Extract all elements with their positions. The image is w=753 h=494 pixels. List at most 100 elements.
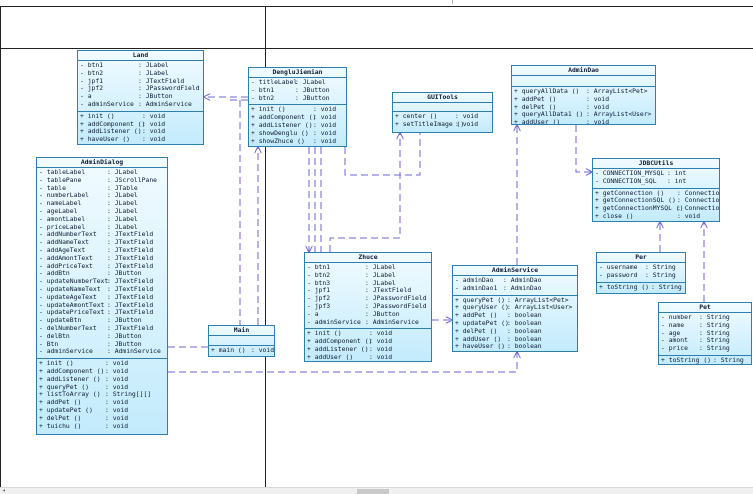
attribute-type: : JLabel bbox=[107, 168, 138, 176]
method-name: + addUser () bbox=[455, 334, 502, 343]
attribute-section: - btn1: JLabel- btn2: JLabel- jpf1: JTex… bbox=[78, 61, 203, 112]
attribute-row: - addAmontText: JTextField bbox=[39, 253, 165, 263]
attribute-type: : JTextField bbox=[107, 323, 154, 332]
class-title: Zhuce bbox=[305, 253, 431, 263]
class-pet[interactable]: Pet - number: String- name: String- age:… bbox=[658, 302, 752, 365]
class-land[interactable]: Land - btn1: JLabel- btn2: JLabel- jpf1:… bbox=[77, 50, 204, 145]
attribute-row: - jpf1: JTextField bbox=[307, 287, 429, 295]
attribute-name: - tablePane bbox=[39, 175, 82, 184]
method-return-type: : void bbox=[105, 382, 129, 391]
edge-adminDialog-to-adminService bbox=[168, 352, 517, 373]
class-title: AdminDao bbox=[512, 66, 655, 76]
attribute-name: - CONNECTION_MYSQL bbox=[595, 169, 665, 177]
method-row: + addComponent (): void bbox=[80, 120, 201, 129]
class-main[interactable]: Main + main (): void bbox=[208, 325, 275, 357]
method-row: + setTitleImage (): void bbox=[395, 119, 490, 129]
scrollbar-thumb[interactable] bbox=[357, 489, 389, 494]
class-zhuce[interactable]: Zhuce - btn1: JLabel- btn2: JLabel- btn3… bbox=[304, 252, 432, 362]
scroll-left-arrow-icon[interactable]: ◂ bbox=[2, 487, 6, 494]
attribute-section: - username: String- password: String bbox=[597, 263, 685, 283]
class-title: Land bbox=[78, 51, 203, 61]
edge-land-to-main bbox=[208, 100, 241, 341]
method-return-type: : void bbox=[313, 128, 337, 137]
attribute-type: : JButton bbox=[107, 316, 142, 325]
class-adminservice[interactable]: AdminService - adminDao: AdminDao- admin… bbox=[452, 265, 578, 352]
attribute-name: - btn2 bbox=[251, 93, 275, 102]
class-jdbcutils[interactable]: JDBCUtils - CONNECTION_MYSQL: int- CONNE… bbox=[592, 158, 720, 222]
attribute-type: : JTextField bbox=[107, 230, 154, 239]
method-return-type: : void bbox=[105, 413, 129, 422]
method-name: + getConnection () bbox=[595, 188, 665, 197]
method-name: + addUser () bbox=[514, 118, 561, 125]
attribute-name: - btn2 bbox=[307, 270, 331, 279]
attribute-row: - updateBtn : JButton bbox=[39, 316, 165, 325]
attribute-type: : JLabel bbox=[365, 263, 396, 271]
method-name: + close () bbox=[595, 211, 634, 220]
method-name: + addPet () bbox=[39, 398, 82, 407]
method-name: + setTitleImage () bbox=[395, 119, 465, 128]
attribute-name: - addNumberText bbox=[39, 230, 97, 239]
method-section: + queryAllData (): ArrayList<Pet>+ addPe… bbox=[512, 87, 655, 125]
method-name: + init () bbox=[307, 329, 342, 338]
method-return-type: : void bbox=[105, 421, 129, 430]
method-return-type: : boolean bbox=[507, 326, 542, 335]
frame-divider-line bbox=[265, 6, 266, 487]
method-name: + updatePet () bbox=[39, 405, 93, 414]
method-row: + addListener (): void bbox=[39, 375, 165, 384]
method-name: + getConnectionMYSQL () bbox=[595, 204, 684, 213]
horizontal-scrollbar[interactable]: ◂ bbox=[0, 487, 753, 494]
method-return-type: : void bbox=[251, 346, 275, 354]
attribute-type: : JLabel bbox=[107, 222, 138, 231]
class-per[interactable]: Per - username: String- password: String… bbox=[596, 252, 686, 294]
attribute-type: : JButton bbox=[107, 339, 142, 348]
method-row: + addPet (): void bbox=[514, 95, 653, 104]
method-row: + init (): void bbox=[307, 330, 429, 338]
method-return-type: : boolean bbox=[507, 342, 542, 351]
method-row: + showZhuce (): void bbox=[251, 137, 344, 146]
attribute-name: - btn2 bbox=[80, 68, 104, 77]
method-return-type: : String bbox=[651, 282, 682, 291]
method-row: + addListener (): void bbox=[80, 128, 201, 136]
class-admindialog[interactable]: AdminDialog - tableLabel: JLabel- tableP… bbox=[36, 157, 168, 435]
attribute-name: - number bbox=[661, 313, 692, 321]
attribute-name: - updateBtn bbox=[39, 316, 82, 325]
attribute-row: - updateAmontText: JTextField bbox=[39, 301, 165, 310]
method-row: + main (): void bbox=[211, 346, 275, 355]
attribute-row: - jpf2: JPasswordField bbox=[307, 294, 429, 303]
class-denglu-jiemian[interactable]: DengluJiemian - titleLabel: JLabel- btn1… bbox=[248, 67, 347, 147]
method-return-type: : void bbox=[586, 118, 610, 125]
attribute-row: - updateAgeText: JTextField bbox=[39, 293, 165, 302]
attribute-name: - table bbox=[39, 183, 66, 192]
method-section: + init (): void+ addComponent (): void+ … bbox=[37, 359, 167, 432]
class-guitools[interactable]: GUITools + center (): void+ setTitleImag… bbox=[392, 92, 493, 133]
class-admindao[interactable]: AdminDao + queryAllData (): ArrayList<Pe… bbox=[511, 65, 656, 125]
method-return-type: : void bbox=[105, 359, 129, 368]
method-name: + queryAllData1 () bbox=[514, 110, 584, 119]
attribute-type: : JButton bbox=[295, 85, 330, 94]
attribute-row: - jpf3: JPasswordField bbox=[307, 302, 429, 311]
method-row: + addComponent (): void bbox=[39, 367, 165, 376]
attribute-type: : JLabel bbox=[107, 191, 138, 200]
method-row: + queryUser (): ArrayList<User> bbox=[455, 304, 575, 312]
method-section: + getConnection (): Connection+ getConne… bbox=[593, 188, 720, 221]
attribute-type: : JTextField bbox=[138, 76, 185, 85]
method-row: + addUser () : void bbox=[514, 118, 653, 125]
method-return-type: : Connection bbox=[677, 204, 720, 213]
attribute-row: - tablePane: JScrollPane bbox=[39, 175, 165, 185]
method-name: + addPet () bbox=[455, 311, 498, 320]
method-name: + addListener () bbox=[80, 127, 142, 136]
class-title: Per bbox=[597, 253, 685, 263]
attribute-name: - name bbox=[661, 320, 685, 329]
attribute-name: - numberLabel bbox=[39, 191, 90, 200]
method-row: + getConnection (): Connection bbox=[595, 188, 719, 198]
attribute-name: - addPriceText bbox=[39, 261, 93, 270]
method-name: + toString () bbox=[599, 282, 650, 291]
attribute-name: - adminDao1 bbox=[455, 283, 498, 292]
class-title: JDBCUtils bbox=[593, 159, 719, 169]
attribute-name: - addAgeText bbox=[39, 245, 86, 254]
attribute-type: : JTextField bbox=[107, 253, 154, 262]
attribute-type: : AdminService bbox=[107, 347, 161, 356]
method-return-type: : void bbox=[105, 398, 129, 407]
attribute-row: - adminService: AdminService bbox=[39, 348, 165, 356]
